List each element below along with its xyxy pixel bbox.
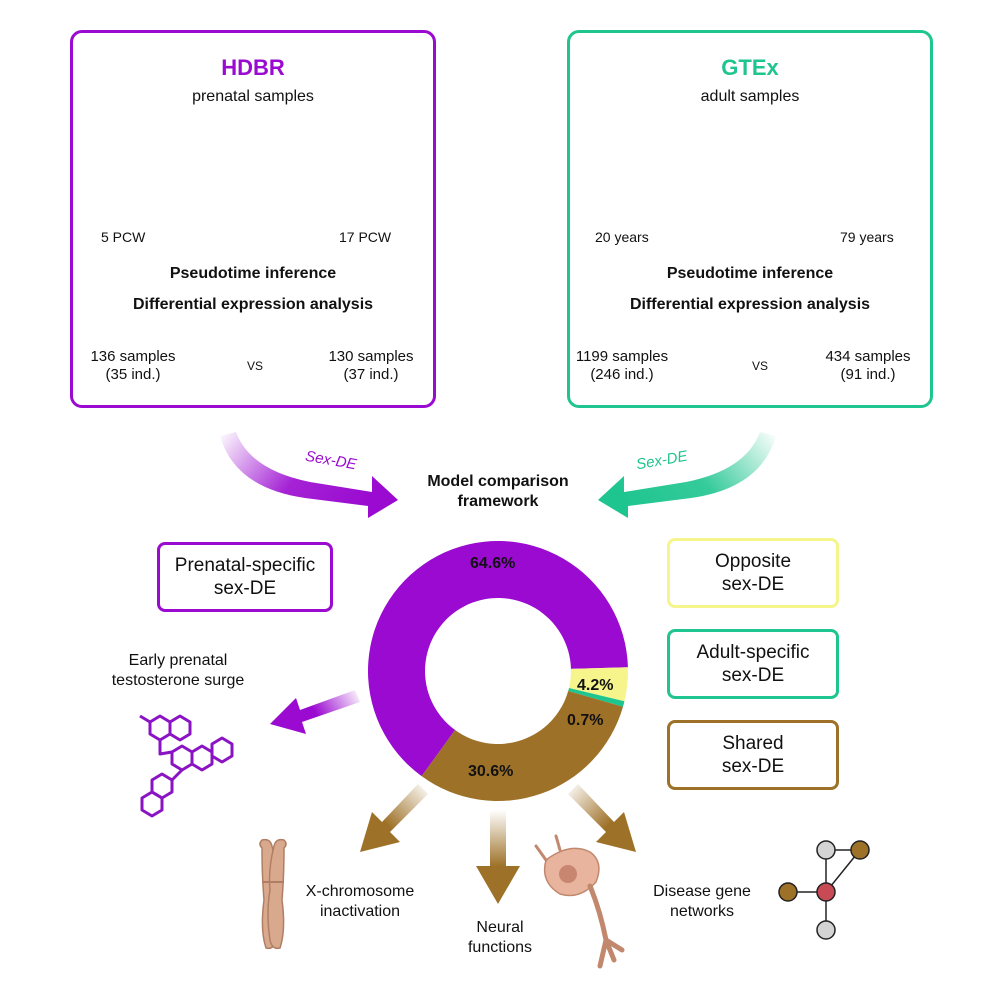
gtex-male-count: 1199 samples (246 ind.) [575, 348, 669, 383]
gtex-title: GTEx [721, 55, 779, 80]
sex-de-donut-chart [368, 541, 628, 801]
hdbr-female-count: 130 samples (37 ind.) [328, 348, 414, 383]
donut-slice-adult [568, 687, 625, 707]
framework-title: Model comparison framework [427, 473, 569, 510]
gtex-timeline-start: 20 years [595, 229, 649, 245]
donut-slice-prenatal [368, 541, 628, 777]
donut-slice-opposite [569, 667, 628, 702]
gtex-female-count: 434 samples (91 ind.) [825, 348, 911, 383]
category-prenatal-specific: Prenatal-specific sex-DE [157, 542, 333, 612]
gtex-timeline-end: 79 years [840, 229, 894, 245]
category-adult-specific: Adult-specific sex-DE [667, 629, 839, 699]
outcome-x-inactivation: X-chromosome inactivation [305, 883, 415, 920]
category-shared: Shared sex-DE [667, 720, 839, 790]
hdbr-sex-de-arrow [220, 432, 398, 518]
neural-functions-arrow [476, 810, 520, 904]
donut-slice-shared [421, 691, 623, 801]
gtex-subtitle: adult samples [700, 88, 800, 105]
outcome-testosterone: Early prenatal testosterone surge [111, 652, 245, 689]
pct-label-shared: 30.6% [468, 763, 514, 780]
steroid-molecule-icon [139, 714, 234, 818]
category-opposite: Opposite sex-DE [667, 538, 839, 608]
hdbr-subtitle: prenatal samples [192, 88, 314, 105]
hdbr-method-pseudotime: Pseudotime inference [169, 265, 337, 282]
pct-label-adult: 0.7% [567, 712, 604, 729]
hdbr-panel: HDBR prenatal samples 5 PCW 17 PCW Pseud… [70, 30, 436, 408]
disease-networks-arrow [568, 784, 636, 852]
hdbr-timeline-end: 17 PCW [339, 229, 392, 245]
x-inactivation-arrow [360, 784, 428, 852]
testosterone-arrow [270, 690, 360, 734]
gtex-method-de: Differential expression analysis [629, 296, 871, 313]
gtex-sex-de-arrow [598, 432, 776, 518]
hdbr-vs: VS [247, 359, 264, 373]
gtex-method-pseudotime: Pseudotime inference [666, 265, 834, 282]
gene-network-icon [778, 840, 870, 940]
outcome-neural: Neural functions [467, 919, 533, 956]
hdbr-male-count: 136 samples (35 ind.) [90, 348, 176, 383]
neuron-icon [534, 834, 625, 969]
outcome-disease: Disease gene networks [653, 883, 751, 920]
hdbr-method-de: Differential expression analysis [132, 296, 374, 313]
chromosome-icon [259, 838, 287, 950]
hdbr-title: HDBR [221, 55, 285, 80]
gtex-panel: GTEx adult samples 20 years 79 years Pse… [567, 30, 933, 408]
hdbr-timeline-start: 5 PCW [101, 229, 146, 245]
pct-label-prenatal: 64.6% [470, 555, 516, 572]
pct-label-opposite: 4.2% [577, 677, 614, 694]
gtex-vs: VS [752, 359, 769, 373]
